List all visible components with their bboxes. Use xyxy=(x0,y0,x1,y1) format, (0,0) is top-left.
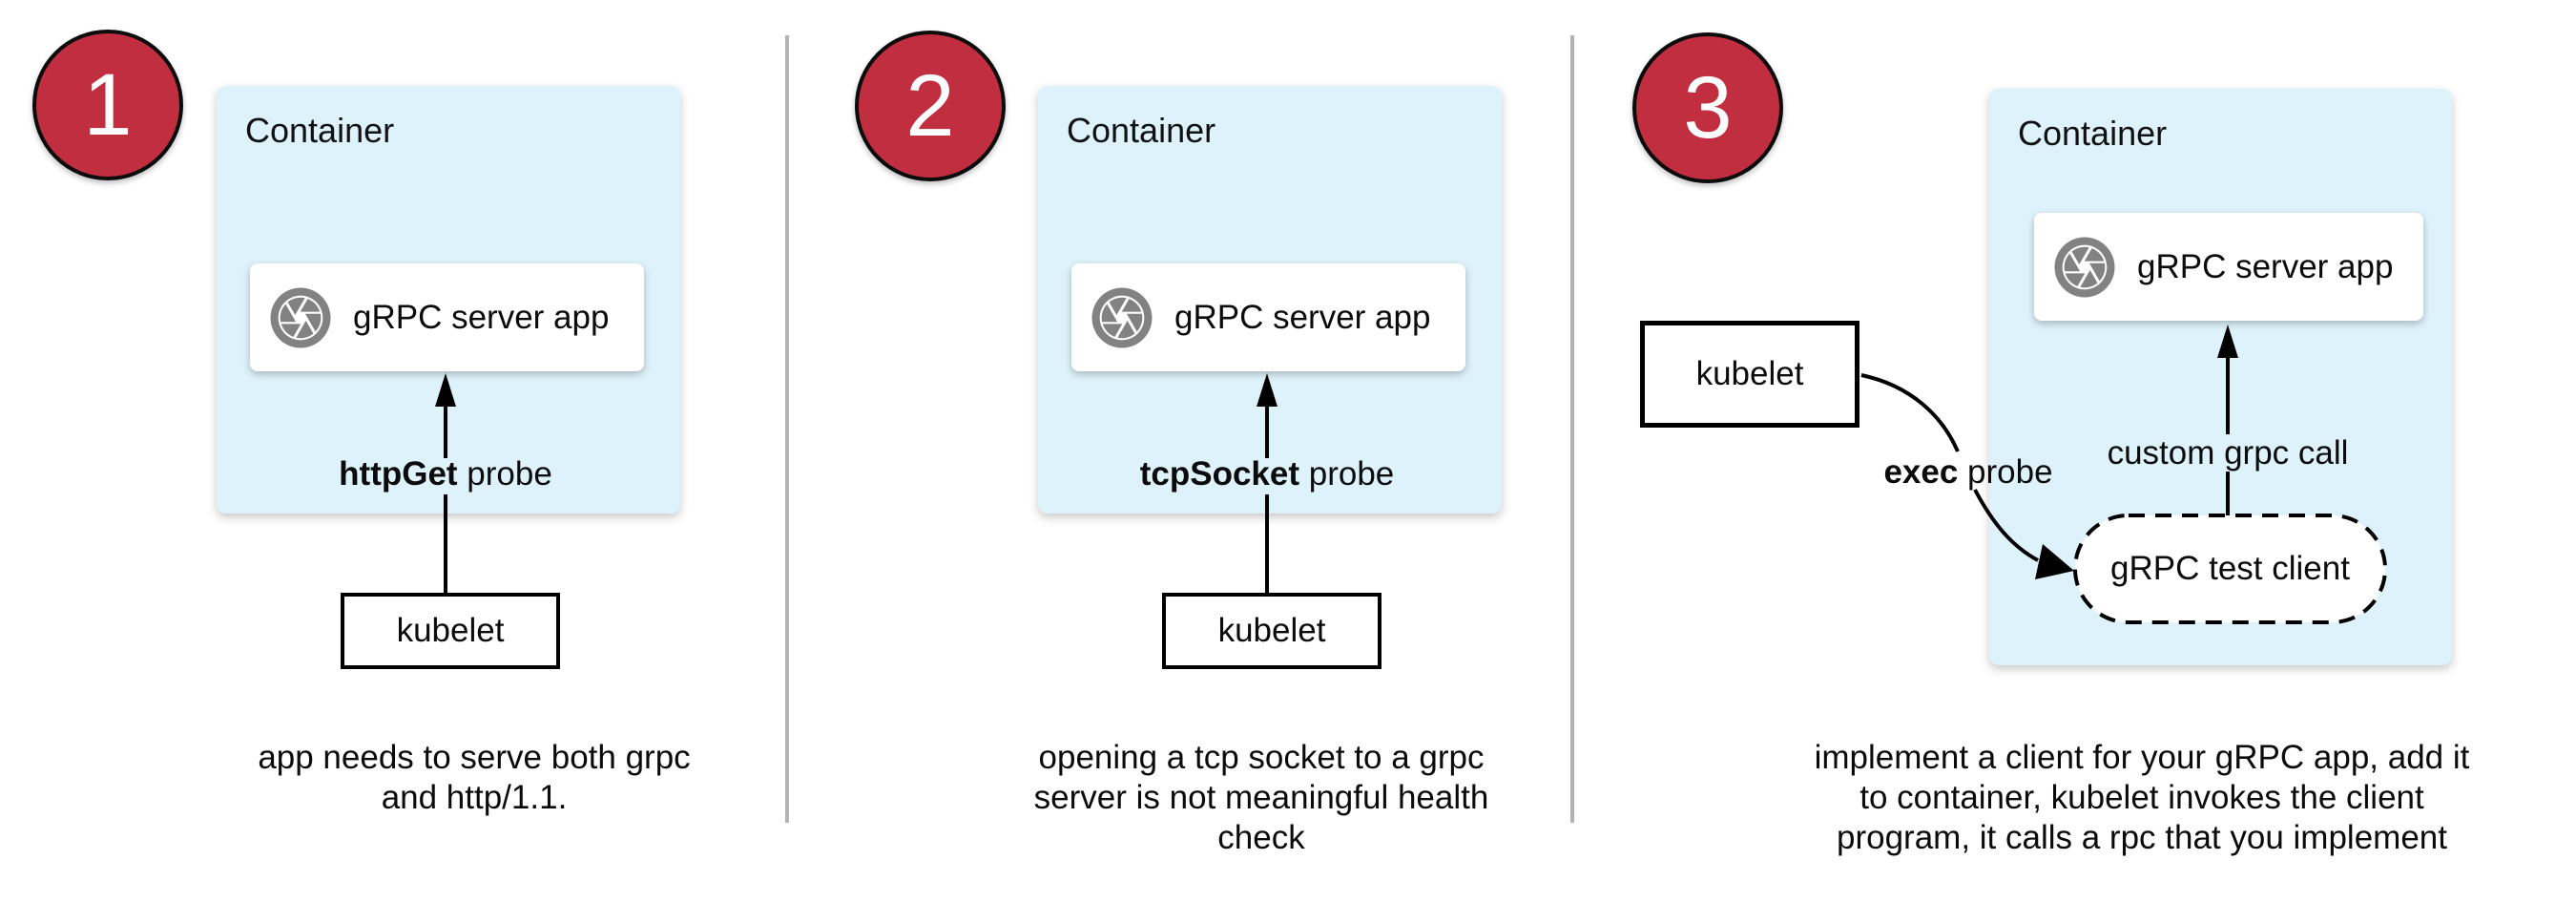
step-number: 2 xyxy=(905,57,955,155)
grpc-server-app-box: gRPC server app xyxy=(250,263,644,371)
grpc-server-app-box: gRPC server app xyxy=(2034,213,2423,321)
panel-caption-1: app needs to serve both grpc and http/1.… xyxy=(258,739,691,816)
probe-word: probe xyxy=(1958,453,2053,491)
kubelet-label: kubelet xyxy=(396,612,505,649)
panel-caption-3: implement a client for your gRPC app, ad… xyxy=(1814,739,2470,856)
step-badge-1: 1 xyxy=(32,30,183,180)
kubelet-label: kubelet xyxy=(1217,612,1326,649)
probe-label-httpget: httpGet probe xyxy=(302,455,589,493)
probe-word: probe xyxy=(457,455,552,493)
probe-label-tcpsocket: tcpSocket probe xyxy=(1124,455,1410,493)
container-label: Container xyxy=(1067,111,1216,150)
panel-caption-2: opening a tcp socket to a grpc server is… xyxy=(1033,739,1489,856)
panel-divider xyxy=(1570,35,1574,823)
probe-word: probe xyxy=(1299,455,1395,493)
grpc-server-app-label: gRPC server app xyxy=(1174,298,1431,336)
grpc-test-client-label: gRPC test client xyxy=(2110,550,2350,587)
step-number: 3 xyxy=(1683,59,1733,157)
aperture-icon xyxy=(2054,237,2115,297)
custom-grpc-call-label: custom grpc call xyxy=(2107,434,2349,472)
container-label: Container xyxy=(2018,114,2168,153)
grpc-server-app-label: gRPC server app xyxy=(2137,247,2394,285)
kubelet-box: kubelet xyxy=(1640,321,1859,428)
probe-type: exec xyxy=(1883,453,1959,491)
step-badge-2: 2 xyxy=(855,31,1006,181)
grpc-server-app-label: gRPC server app xyxy=(353,298,610,336)
kubelet-box: kubelet xyxy=(1162,593,1381,669)
probe-type: httpGet xyxy=(339,455,458,493)
probe-label-exec: exec probe xyxy=(1825,453,2111,492)
probe-type: tcpSocket xyxy=(1139,455,1300,493)
exec-probe-curve-upper xyxy=(1860,373,1960,452)
panel-divider xyxy=(785,35,789,823)
aperture-icon xyxy=(1091,287,1153,347)
grpc-server-app-box: gRPC server app xyxy=(1071,263,1465,371)
container-label: Container xyxy=(245,111,395,150)
kubelet-label: kubelet xyxy=(1695,355,1804,392)
step-badge-3: 3 xyxy=(1632,32,1783,183)
step-number: 1 xyxy=(83,56,133,154)
kubelet-box: kubelet xyxy=(341,593,560,669)
aperture-icon xyxy=(270,287,331,347)
